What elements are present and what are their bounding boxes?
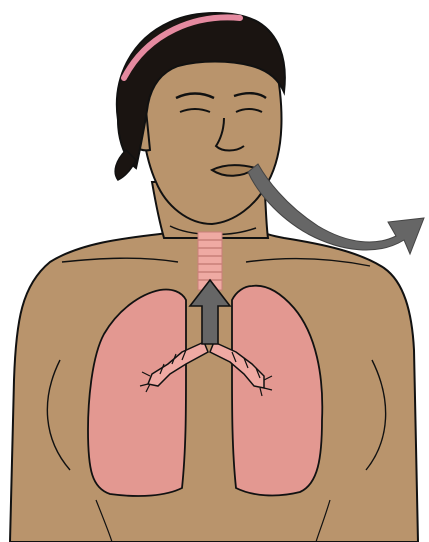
illustration-canvas — [0, 0, 429, 542]
breathing-illustration — [0, 0, 429, 542]
